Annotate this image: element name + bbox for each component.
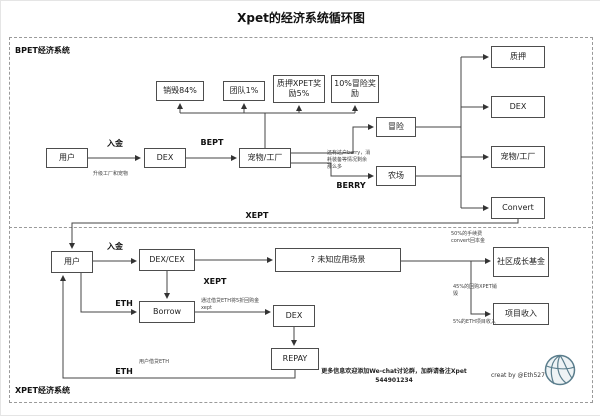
node-adventure: 冒险 (376, 117, 416, 137)
node-dex-cex: DEX/CEX (139, 249, 195, 271)
node-farm: 农场 (376, 166, 416, 186)
footer-contact-line1: 更多信息欢迎添加We-chat讨论群，加群请备注Xpet (321, 368, 467, 375)
note-user-borrow: 用户借贷ETH (139, 359, 169, 365)
node-convert: Convert (491, 197, 545, 219)
node-dex-top: DEX (144, 148, 186, 168)
top-section-label: BPET经济系统 (15, 46, 70, 55)
label-eth-bottom: ETH (115, 367, 133, 376)
label-eth-top: ETH (115, 299, 133, 308)
node-dex-bottom: DEX (273, 305, 315, 327)
node-pet-factory-right: 宠物/工厂 (491, 146, 545, 168)
label-bept: BEPT (200, 138, 224, 147)
note-borrow: 通过借贷ETH将5折回购金xept (201, 298, 260, 311)
arrow-to-project-income (470, 261, 491, 317)
label-deposit-bottom: 入金 (107, 242, 123, 251)
node-unknown-usecase: ? 未知应用场景 (275, 248, 401, 272)
node-team-1: 团队1% (223, 81, 265, 101)
node-pet-factory: 宠物/工厂 (239, 148, 291, 168)
arrow-user2-to-borrow-eth (80, 273, 137, 315)
note-buyback-45: 45%的回购XPET销毁 (453, 284, 497, 297)
node-borrow: Borrow (139, 301, 195, 323)
label-xept-top: XEPT (245, 211, 269, 220)
note-upgrade: 升级工厂和宠物 (93, 171, 129, 177)
label-deposit-top: 入金 (107, 139, 123, 148)
arrow-factory-to-farm (291, 162, 374, 179)
note-factory: 还有过户berry，消耗装备等情况剩余那么多 (327, 150, 371, 170)
note-fee-50: 50%的手续费convert回本金 (451, 231, 486, 244)
arrow-factory-to-adventure (291, 124, 374, 154)
section-divider (9, 227, 591, 228)
node-stake: 质押 (491, 46, 545, 68)
node-dex-right: DEX (491, 96, 545, 118)
arrow-convert-to-user-xept (69, 219, 519, 249)
note-income-5: 5%的ETH项目收入 (453, 319, 496, 325)
footer-contact: 更多信息欢迎添加We-chat讨论群，加群请备注Xpet 544901234 (319, 367, 469, 385)
node-adventure-reward-10: 10%冒险奖励 (331, 75, 379, 103)
label-xept-bottom: XEPT (203, 277, 227, 286)
node-user-bottom: 用户 (51, 251, 93, 273)
footer-credit: creat by @Eth527 (491, 372, 545, 379)
footer-contact-line2: 544901234 (375, 377, 413, 384)
node-burn-84: 销毁84% (156, 81, 204, 101)
node-project-income: 项目收入 (493, 303, 549, 325)
node-community-fund: 社区成长基金 (493, 247, 549, 277)
swirl-globe-icon (544, 354, 576, 386)
diagram-title: Xpet的经济系统循环图 (237, 11, 365, 25)
outer-dashed-frame (9, 37, 593, 403)
label-berry: BERRY (336, 181, 366, 190)
node-user-top: 用户 (46, 148, 88, 168)
node-repay: REPAY (271, 348, 319, 370)
node-stake-reward-5: 质押XPET奖励5% (273, 75, 325, 103)
bottom-section-label: XPET经济系统 (15, 386, 70, 395)
arrow-repay-to-user-eth (60, 275, 296, 379)
